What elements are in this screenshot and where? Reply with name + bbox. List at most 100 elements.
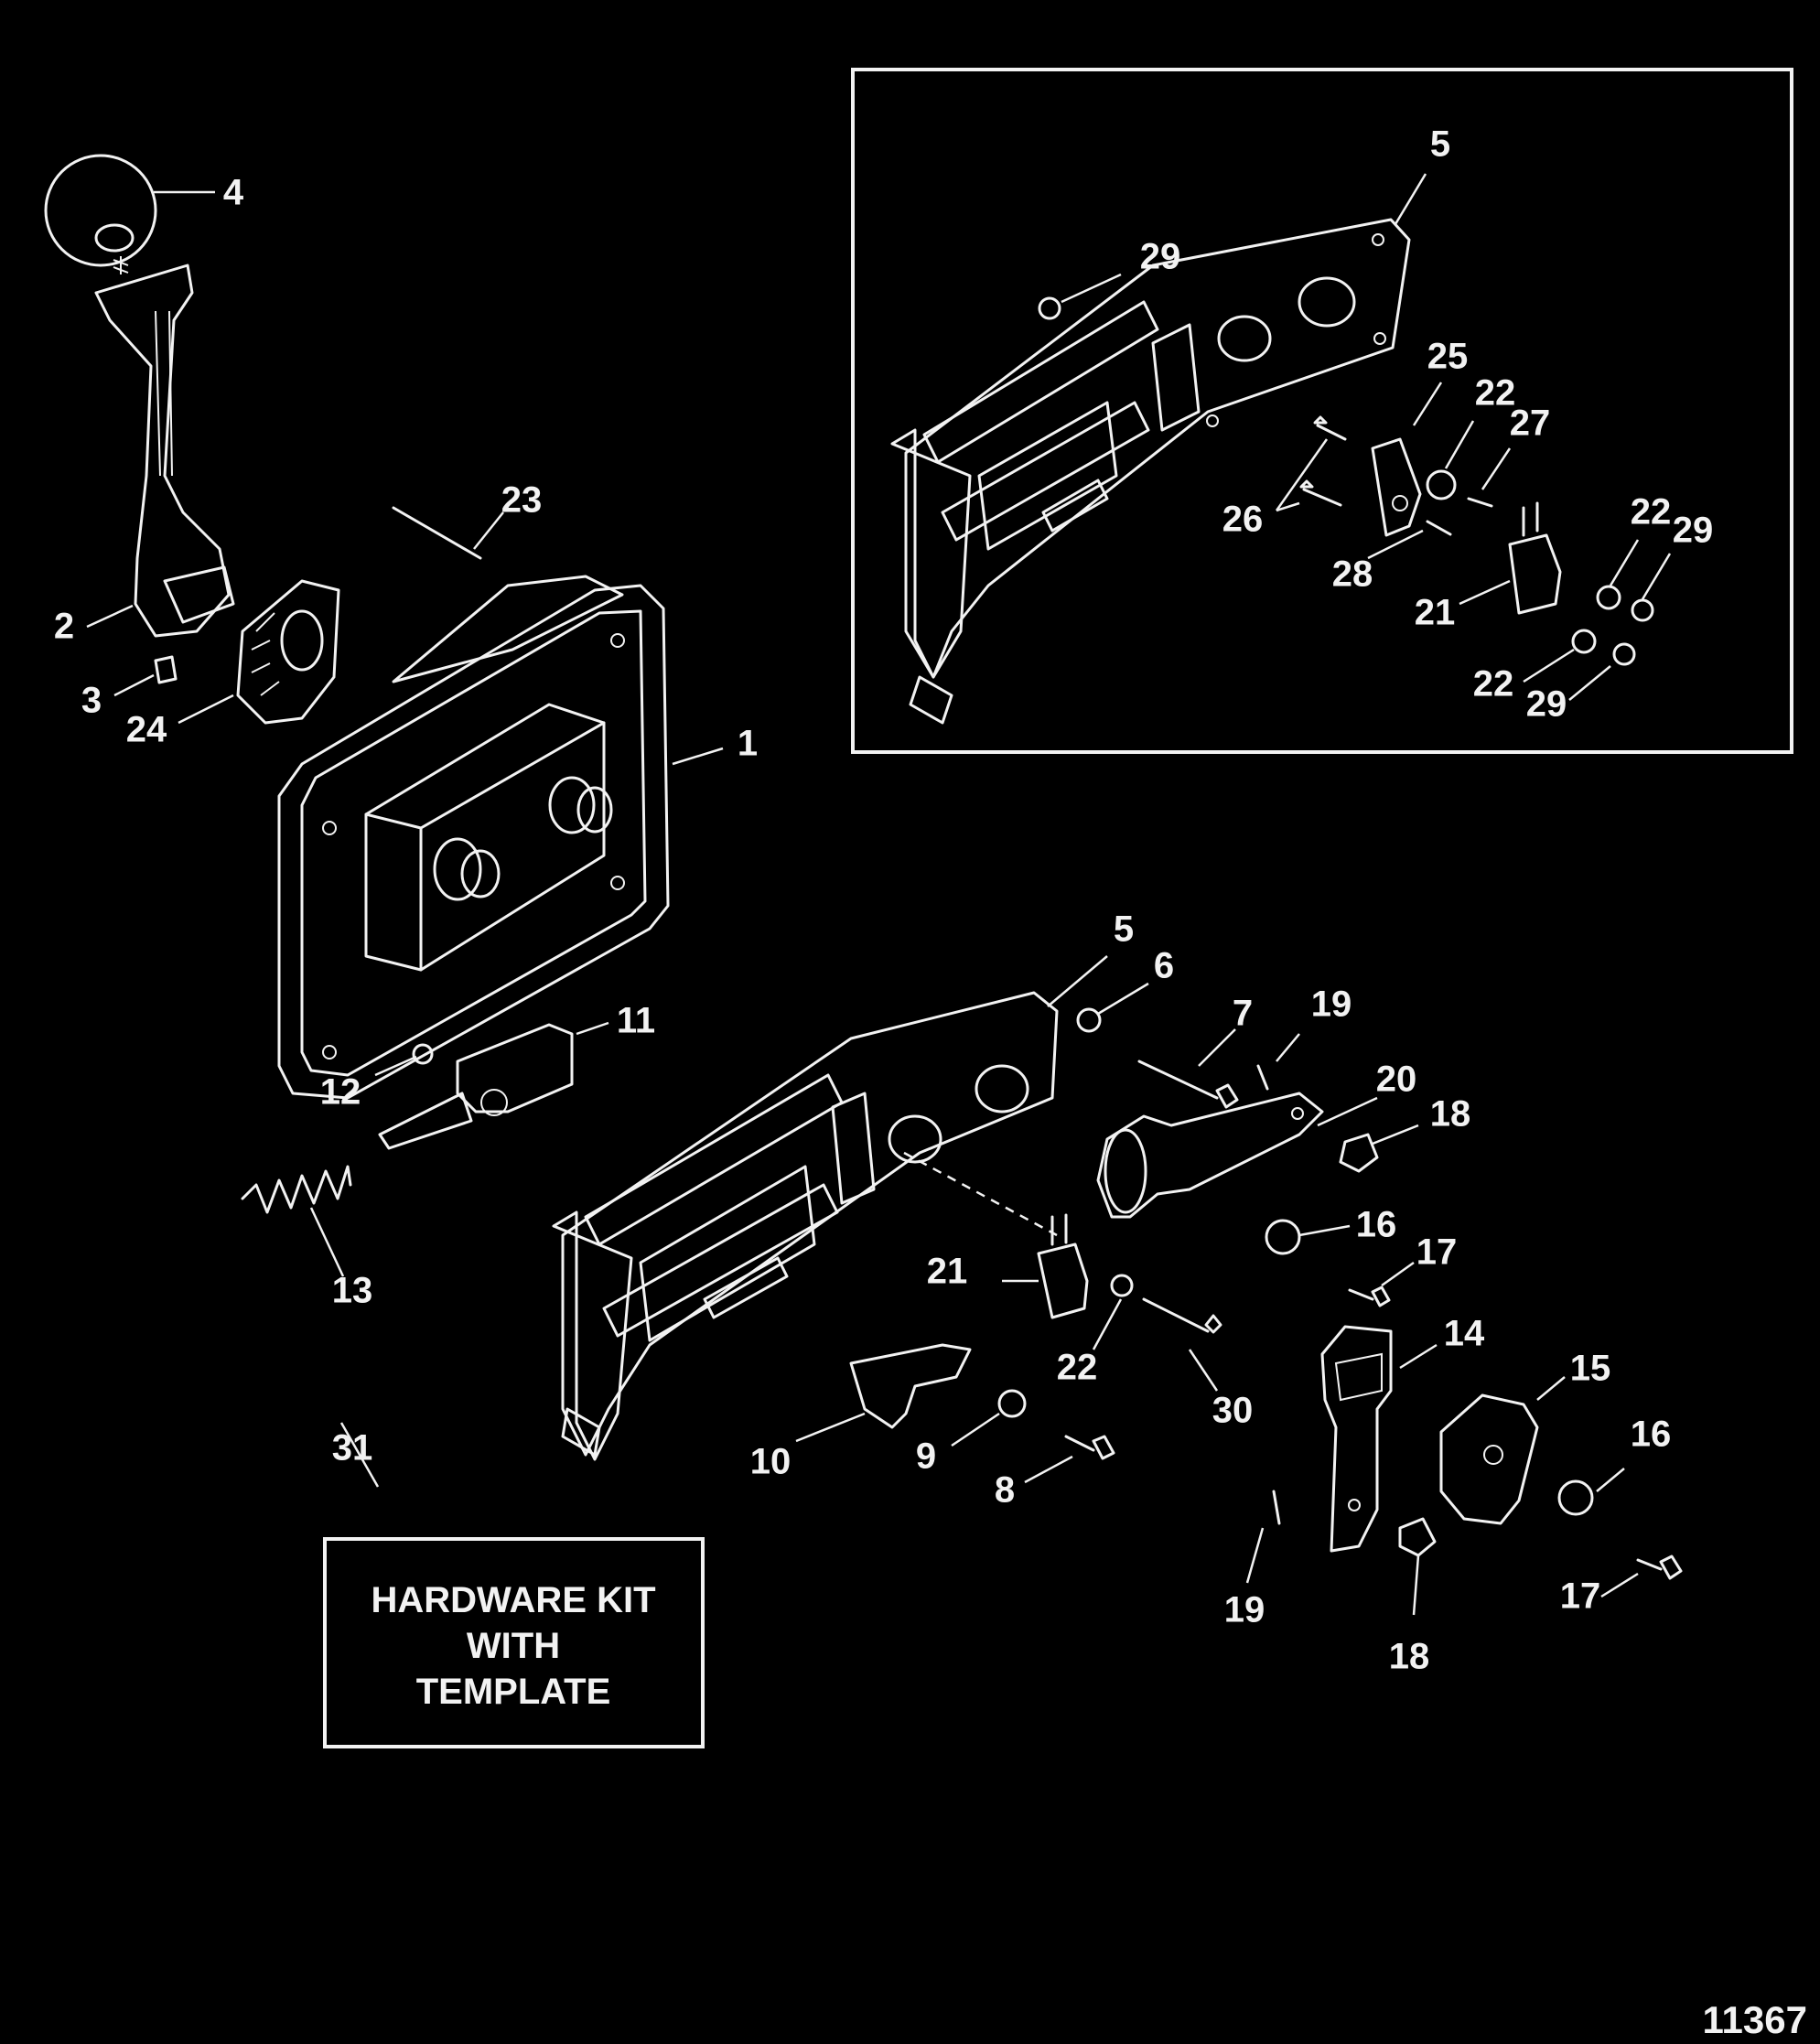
callout-30: 30 [1212,1391,1254,1431]
nut-6 [1076,1007,1102,1033]
callout-inset-26: 26 [1222,500,1264,540]
inset-washer-22c [1571,629,1597,654]
callout-22: 22 [1057,1348,1098,1388]
callout-16b: 16 [1631,1415,1672,1455]
set-screw-3 [154,655,178,684]
callout-24: 24 [126,710,167,750]
washer-22 [1110,1274,1134,1297]
inset-nut-29c [1612,642,1636,666]
callout-16a: 16 [1356,1205,1397,1245]
hardware-kit-line1: HARDWARE KIT [371,1580,655,1620]
inset-washer-22a [1426,469,1457,500]
callout-inset-27: 27 [1510,403,1551,444]
control-housing-drawing [241,575,670,1214]
hardware-kit-box: HARDWARE KIT WITH TEMPLATE [323,1537,705,1748]
callout-21: 21 [927,1252,968,1292]
callout-inset-25: 25 [1427,337,1469,377]
washer-16a [1265,1219,1301,1255]
callout-17a: 17 [1416,1232,1458,1273]
plate-14 [1320,1325,1393,1553]
pin-23 [392,506,482,560]
inset-screw-26a [1313,415,1347,441]
inset-callout-labels: 5 29 25 22 27 26 28 21 22 29 22 29 [1140,124,1714,725]
lever-20 [1096,1092,1324,1219]
callout-15: 15 [1570,1349,1611,1389]
hardware-kit-frame [323,1537,705,1748]
callout-1: 1 [738,724,758,764]
inset-screw-28 [1426,520,1452,536]
inset-leaders [1061,173,1672,701]
inset-washer-22b [1596,585,1621,610]
callout-10: 10 [750,1442,792,1482]
inset-switch-21 [1508,501,1562,615]
callout-inset-22b: 22 [1631,492,1672,533]
spacer-18a [1339,1133,1379,1173]
callout-19a: 19 [1311,984,1352,1025]
handle-assembly-drawing [44,154,482,725]
callout-18a: 18 [1430,1094,1471,1135]
inset-screw-26b [1299,479,1342,507]
callout-20: 20 [1376,1060,1417,1100]
lower-bracket-drawing [552,991,1683,1580]
callout-inset-22a: 22 [1475,373,1516,414]
inset-bracket-drawing [890,218,1411,725]
screw-7 [1137,1060,1239,1109]
inset-frame [851,68,1793,754]
ball-12 [412,1043,434,1065]
figure-number: 11367 [1703,1998,1807,2041]
screw-17b [1636,1555,1683,1580]
callout-inset-29c: 29 [1526,684,1567,725]
washer-16b [1557,1479,1594,1516]
callout-6: 6 [1154,946,1174,986]
callout-18b: 18 [1389,1637,1430,1677]
washer-9 [997,1389,1027,1418]
callout-12: 12 [320,1072,361,1113]
callout-11: 11 [617,1001,655,1041]
inset-nut-29a [1038,296,1061,320]
switch-21 [1037,1213,1089,1319]
detent-pin [378,1092,473,1150]
inset-nut-29b [1631,598,1654,622]
callout-inset-22c: 22 [1473,664,1514,705]
main-leaders [86,190,1639,1616]
cam-15 [1439,1393,1539,1525]
callout-4: 4 [223,173,244,213]
inset-plate-25 [1371,437,1422,537]
callout-5: 5 [1114,909,1134,950]
clip-10 [849,1343,972,1429]
spring-13 [241,1165,352,1214]
spacer-18b [1398,1517,1437,1557]
callout-inset-29a: 29 [1140,237,1181,277]
hardware-kit-line3: TEMPLATE [416,1672,611,1712]
knob-4 [44,154,157,267]
callout-19b: 19 [1224,1590,1265,1630]
callout-9: 9 [916,1436,936,1477]
hardware-kit-line2: WITH [467,1626,560,1666]
housing-1 [277,584,670,1100]
inset-small-parts [1038,296,1654,666]
cotter-pin-19a [1256,1064,1269,1091]
callout-inset-28: 28 [1332,554,1373,595]
callout-inset-21: 21 [1415,593,1456,633]
callout-8: 8 [995,1470,1015,1511]
callout-23: 23 [501,480,543,521]
screw-30 [1142,1297,1222,1334]
bracket-5 [561,991,1059,1457]
callout-14: 14 [1444,1314,1485,1354]
callout-inset-29b: 29 [1673,511,1714,551]
screw-17a [1348,1286,1391,1307]
callout-31: 31 [332,1428,373,1468]
detent-block-11 [456,1023,574,1113]
callout-13: 13 [332,1271,373,1311]
callout-17b: 17 [1560,1576,1601,1617]
handle-arm-2 [94,264,231,638]
callout-inset-5: 5 [1430,124,1450,165]
alignment-dashed-line [903,1151,1058,1237]
cotter-pin-19b [1272,1490,1281,1525]
inset-screw-27 [1467,497,1493,508]
callout-7: 7 [1233,994,1253,1034]
detent-plate-24 [236,579,340,725]
callout-3: 3 [81,681,102,721]
main-callout-labels: 1 2 3 4 5 6 7 8 9 10 11 12 13 14 15 16 1… [54,173,1671,1677]
